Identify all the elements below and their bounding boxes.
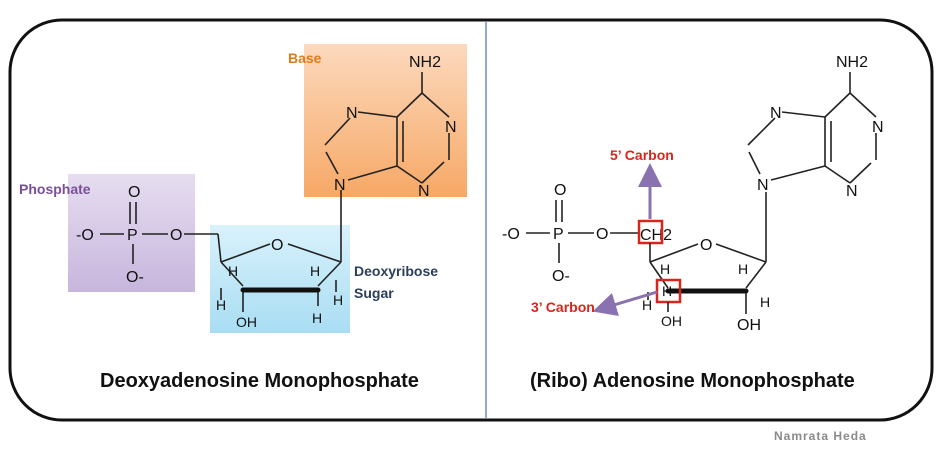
phosphate-label: Phosphate xyxy=(19,181,91,197)
right-oh-c3: OH xyxy=(661,313,682,329)
right-phos-o-bridge: O xyxy=(596,226,608,243)
right-phos-o-minus-bottom: O- xyxy=(552,268,570,285)
left-h-c4: H xyxy=(228,263,238,279)
right-n9-label: N xyxy=(757,177,769,194)
left-phos-o-minus-left: -O xyxy=(76,227,94,244)
left-phos-o-minus-bottom: O- xyxy=(126,269,144,286)
left-ring-o: O xyxy=(271,237,283,254)
right-h-c4: H xyxy=(660,261,670,277)
sugar-label-line2: Sugar xyxy=(354,285,394,301)
left-phos-o-bridge: O xyxy=(170,227,182,244)
right-n3-label: N xyxy=(846,183,858,200)
left-phos-o-top: O xyxy=(128,184,140,201)
left-n9-label: N xyxy=(334,177,346,194)
three-carbon-arrow xyxy=(592,290,658,317)
left-oh-c3: OH xyxy=(236,314,257,330)
right-sugar-structure: CH2 O H H H H OH H OH xyxy=(637,219,770,334)
ch2-label: CH2 xyxy=(640,227,672,244)
right-phos-o-minus-left: -O xyxy=(502,226,520,243)
left-nh2-label: NH2 xyxy=(409,54,441,71)
left-h-c1: H xyxy=(310,263,320,279)
sugar-label-line1: Deoxyribose xyxy=(354,263,438,279)
left-h-c2-a: H xyxy=(333,292,343,308)
right-h-c3-out: H xyxy=(642,297,652,313)
left-n1-label: N xyxy=(445,119,457,136)
phosphate-highlight-box xyxy=(68,174,195,292)
left-adenine-structure: NH2 N N N N xyxy=(324,54,457,238)
right-n1-label: N xyxy=(872,119,884,136)
right-panel: NH2 N N N N O -O P xyxy=(502,54,884,392)
base-highlight-box xyxy=(304,44,467,197)
three-carbon-label: 3’ Carbon xyxy=(531,299,595,315)
left-phos-p: P xyxy=(127,227,138,244)
right-ring-o: O xyxy=(700,237,712,254)
right-h-c1: H xyxy=(738,261,748,277)
sugar-highlight-box xyxy=(210,225,350,333)
author-signature: Namrata Heda xyxy=(774,429,867,443)
right-caption: (Ribo) Adenosine Monophosphate xyxy=(530,370,855,392)
right-phos-p: P xyxy=(553,226,564,243)
left-panel: Base Phosphate Deoxyribose Sugar NH2 N N… xyxy=(19,44,467,392)
right-oh-c2: OH xyxy=(737,317,761,334)
right-h-c3: H xyxy=(662,283,672,299)
right-h-c2: H xyxy=(760,294,770,310)
right-phosphate-structure: O -O P O O- xyxy=(502,182,638,285)
left-h-c2-b: H xyxy=(312,310,322,326)
left-h-c3-a: H xyxy=(216,297,226,313)
left-n3-label: N xyxy=(418,183,430,200)
left-sugar-structure: O H H H OH H H xyxy=(216,233,343,330)
base-label: Base xyxy=(288,50,322,66)
right-phos-o-top: O xyxy=(554,182,566,199)
five-carbon-label: 5’ Carbon xyxy=(610,147,674,163)
left-n7-label: N xyxy=(346,105,358,122)
right-n7-label: N xyxy=(770,105,782,122)
right-adenine-structure: NH2 N N N N xyxy=(747,54,884,262)
left-phosphate-structure: O -O P O O- xyxy=(76,184,218,286)
right-nh2-label: NH2 xyxy=(836,54,868,71)
left-caption: Deoxyadenosine Monophosphate xyxy=(100,370,419,392)
